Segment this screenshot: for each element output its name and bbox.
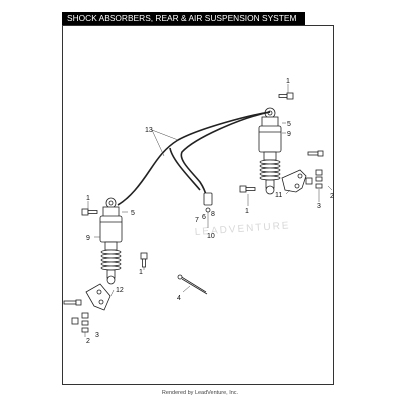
callout-12: 12 — [116, 287, 124, 294]
bolt-left-lower[interactable] — [140, 252, 148, 268]
left-bracket-fasteners[interactable] — [63, 299, 89, 333]
callout-5: 5 — [131, 210, 135, 217]
air-hose-assembly[interactable] — [117, 111, 271, 206]
callout-8: 8 — [211, 211, 215, 218]
right-bracket[interactable] — [281, 169, 307, 193]
diagram-frame — [62, 25, 334, 385]
callout-4: 4 — [177, 295, 181, 302]
left-bracket[interactable] — [85, 283, 111, 311]
leader-lines — [84, 84, 333, 337]
left-shock-absorber[interactable] — [99, 197, 123, 285]
bolt-top-right[interactable] — [278, 92, 294, 100]
callout-6: 6 — [202, 214, 206, 221]
callout-9: 9 — [86, 235, 90, 242]
callout-13: 13 — [145, 127, 153, 134]
callout-10: 10 — [207, 233, 215, 240]
callout-7: 7 — [195, 217, 199, 224]
cotter-pin[interactable] — [177, 274, 208, 295]
callout-1: 1 — [86, 195, 90, 202]
callout-9: 9 — [287, 131, 291, 138]
callout-1: 1 — [139, 269, 143, 276]
bolt-left-upper[interactable] — [81, 208, 98, 216]
callout-11: 11 — [275, 192, 282, 199]
footer-credit: Rendered by LeadVenture, Inc. — [161, 390, 239, 396]
callout-5: 5 — [287, 121, 291, 128]
hose-connector[interactable] — [203, 192, 213, 213]
callout-1: 1 — [286, 78, 290, 85]
bolt-right-lower[interactable] — [239, 185, 256, 193]
callout-2: 2 — [86, 338, 90, 345]
callout-2: 2 — [330, 193, 334, 200]
right-bracket-fasteners[interactable] — [305, 150, 324, 189]
callout-1: 1 — [245, 208, 249, 215]
right-shock-absorber[interactable] — [258, 107, 282, 195]
callout-3: 3 — [317, 203, 321, 210]
callout-3: 3 — [95, 332, 99, 339]
diagram-title: SHOCK ABSORBERS, REAR & AIR SUSPENSION S… — [62, 12, 305, 25]
